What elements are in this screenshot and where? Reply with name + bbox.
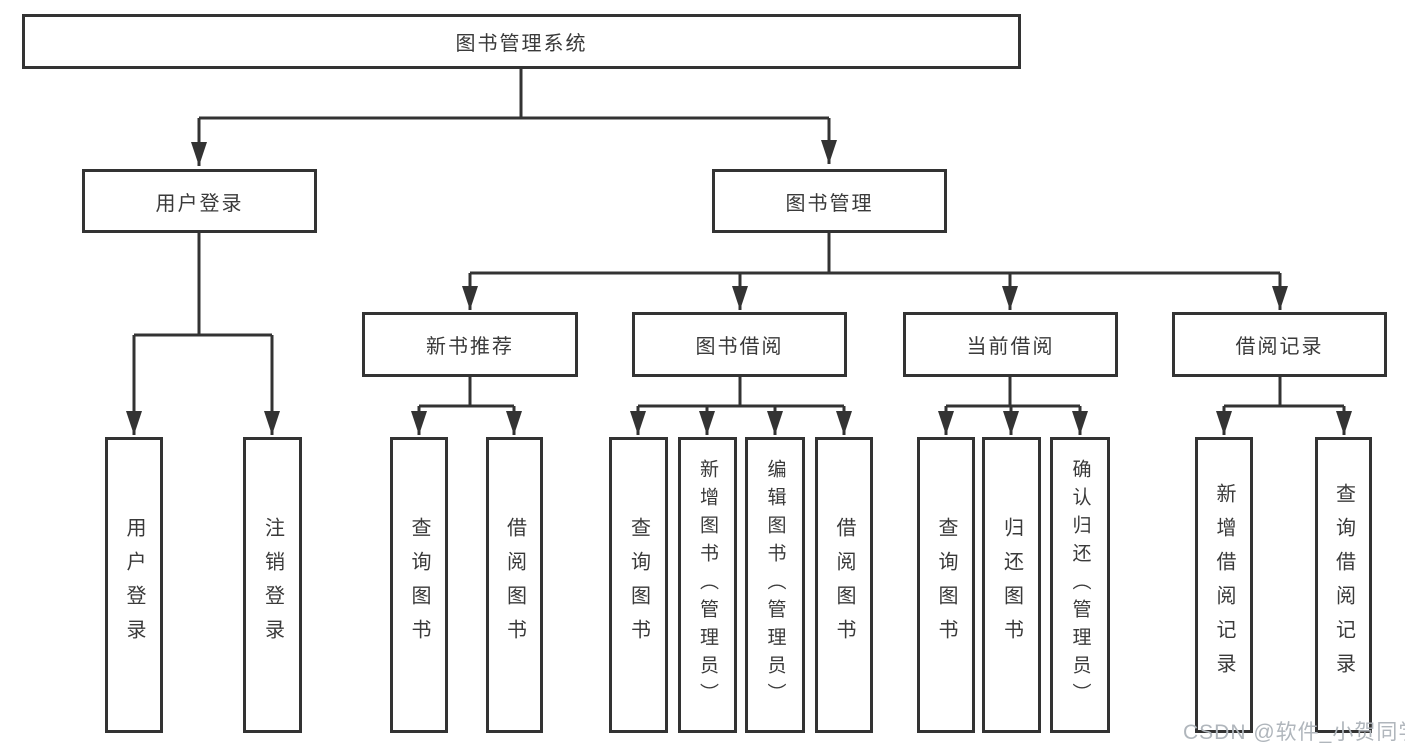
leaf-current-query-books-label: 查询图书	[935, 517, 957, 653]
login-branch-connector	[126, 233, 280, 435]
leaf-current-return-books-label: 归还图书	[1000, 517, 1023, 653]
csdn-watermark: CSDN @软件_小贺同学	[1183, 721, 1405, 744]
leaf-recommend-query-books: 查询图书	[390, 437, 448, 733]
node-book-management-branch: 图书管理	[712, 169, 947, 233]
leaf-user-login: 用户登录	[105, 437, 163, 733]
leaf-user-login-label: 用户登录	[123, 517, 145, 653]
node-new-book-recommend-label: 新书推荐	[426, 336, 514, 358]
leaf-record-query-borrow-record-label: 查询借阅记录	[1332, 483, 1355, 687]
node-borrowing-records: 借阅记录	[1172, 312, 1387, 377]
node-book-borrowing-label: 图书借阅	[695, 336, 784, 358]
leaf-record-query-borrow-record: 查询借阅记录	[1315, 437, 1372, 733]
leaf-logout-label: 注销登录	[261, 517, 284, 653]
book-borrow-group-connector	[630, 377, 852, 435]
leaf-record-add-borrow-record: 新增借阅记录	[1195, 437, 1253, 733]
leaf-borrowing-borrow-books-label: 借阅图书	[833, 517, 855, 653]
leaf-borrowing-query-books: 查询图书	[609, 437, 668, 733]
leaf-current-confirm-return-admin-label: 确认归还（管理员）	[1069, 459, 1091, 711]
node-user-login-branch: 用户登录	[82, 169, 317, 233]
borrow-record-group-connector	[1216, 377, 1352, 435]
leaf-current-confirm-return-admin: 确认归还（管理员）	[1050, 437, 1110, 733]
node-library-management-system: 图书管理系统	[22, 14, 1021, 69]
node-current-borrowing-label: 当前借阅	[966, 336, 1055, 358]
leaf-recommend-borrow-books: 借阅图书	[486, 437, 543, 733]
root-to-level2-connector	[191, 69, 837, 166]
leaf-current-query-books: 查询图书	[917, 437, 975, 733]
node-current-borrowing: 当前借阅	[903, 312, 1118, 377]
leaf-borrowing-add-books-admin-label: 新增图书（管理员）	[697, 459, 718, 711]
mgmt-to-level3-connector	[462, 233, 1288, 310]
node-new-book-recommend: 新书推荐	[362, 312, 578, 377]
node-library-management-system-label: 图书管理系统	[455, 33, 588, 55]
leaf-borrowing-borrow-books: 借阅图书	[815, 437, 873, 733]
node-book-management-branch-label: 图书管理	[785, 192, 874, 215]
leaf-borrowing-add-books-admin: 新增图书（管理员）	[678, 437, 737, 733]
current-borrow-group-connector	[938, 377, 1088, 435]
new-book-group-connector	[411, 377, 522, 435]
leaf-recommend-query-books-label: 查询图书	[408, 517, 430, 653]
leaf-borrowing-edit-books-admin: 编辑图书（管理员）	[745, 437, 805, 733]
node-book-borrowing: 图书借阅	[632, 312, 847, 377]
node-user-login-branch-label: 用户登录	[155, 192, 244, 215]
leaf-recommend-borrow-books-label: 借阅图书	[503, 517, 526, 653]
leaf-logout: 注销登录	[243, 437, 302, 733]
leaf-borrowing-query-books-label: 查询图书	[627, 517, 650, 653]
leaf-current-return-books: 归还图书	[982, 437, 1041, 733]
node-borrowing-records-label: 借阅记录	[1235, 336, 1324, 358]
leaf-record-add-borrow-record-label: 新增借阅记录	[1213, 483, 1235, 687]
leaf-borrowing-edit-books-admin-label: 编辑图书（管理员）	[764, 459, 786, 711]
